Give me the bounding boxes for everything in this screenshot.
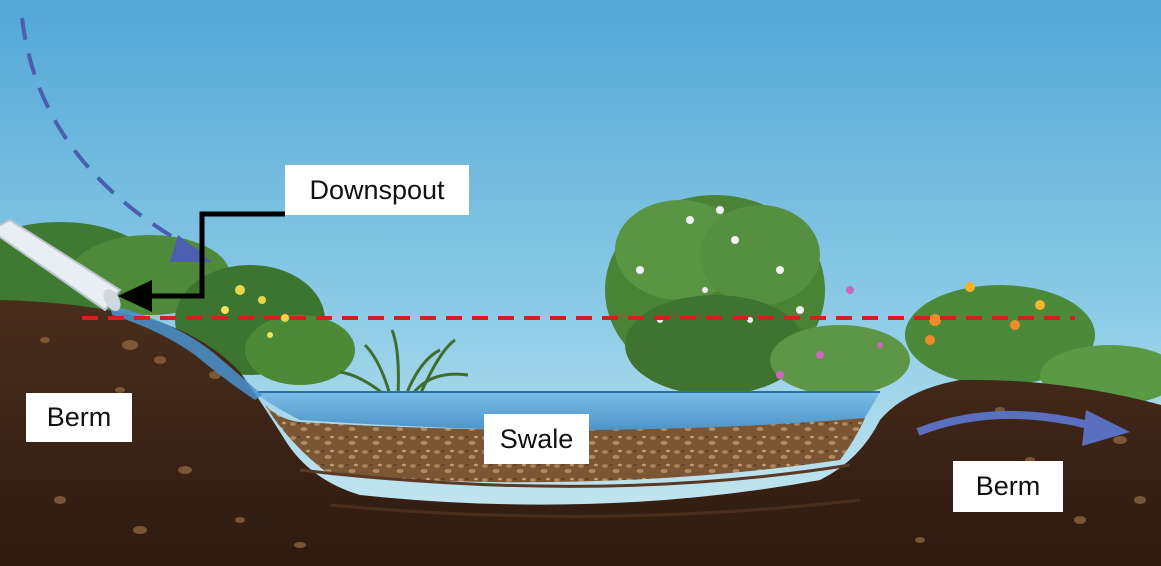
swale-label: Swale: [484, 414, 589, 464]
curved-arrow-right-icon: [916, 411, 1102, 436]
arrow-head: [118, 280, 152, 312]
arrow-head: [1082, 410, 1130, 446]
soil-texture: [40, 337, 1146, 548]
right-shrubs: [770, 282, 1161, 405]
soil-band: [329, 498, 861, 518]
downspout-label: Downspout: [285, 165, 469, 215]
pond-water: [255, 392, 880, 432]
runoff-stream: [110, 305, 262, 400]
berm-right-label: Berm: [953, 461, 1063, 512]
downspout-pipe-icon: [0, 218, 122, 312]
curved-dashed-arrow-icon: [20, 17, 206, 257]
soil-band: [299, 463, 851, 488]
elbow-arrow-icon: [140, 211, 285, 299]
berm-left-label: Berm: [26, 393, 132, 442]
soil-cross-section: [0, 300, 1161, 566]
grass-clump: [339, 329, 469, 397]
